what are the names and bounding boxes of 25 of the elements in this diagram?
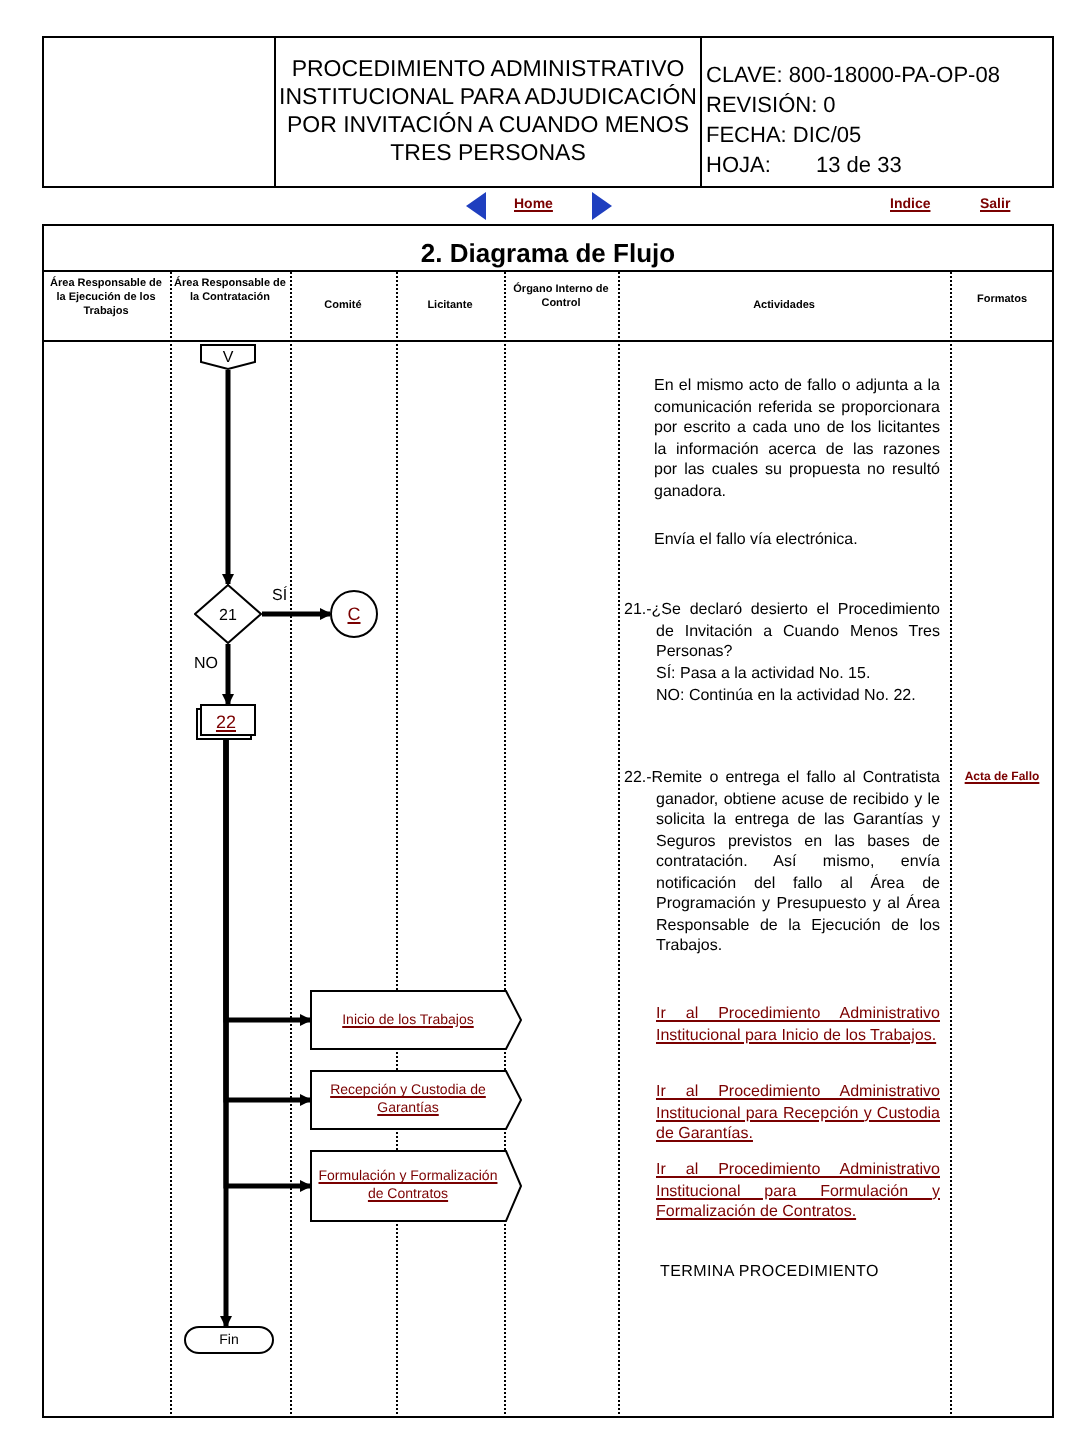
activity-text: Envía el fallo vía electrónica. xyxy=(654,530,860,551)
procedure-link: Ir al Procedimiento Administrativo Institucional para Recepción y Custodia de Garantías. xyxy=(656,1082,940,1145)
connector-circle: C xyxy=(330,590,378,638)
arrow xyxy=(262,608,332,620)
decision-diamond: 21 xyxy=(194,584,262,644)
procedure-link: Ir al Procedimiento Administrativo Institucional para Inicio de los Trabajos. xyxy=(656,1004,940,1046)
arrow xyxy=(222,644,234,706)
date-text: FECHA: DIC/05 xyxy=(706,122,864,152)
off-page-connector: V xyxy=(200,344,256,370)
procedure-link: Ir al Procedimiento Administrativo Institucional para Formulación y Formalización de Contratos. xyxy=(656,1160,940,1223)
arrow xyxy=(220,740,232,1328)
activity-text: 21.-¿Se declaró desierto el Procedimiento de Invitación a Cuando Menos Tres Personas? xyxy=(624,600,940,663)
section-heading: 2. Diagrama de Flujo xyxy=(418,236,678,272)
arrow xyxy=(222,370,234,586)
end-note: TERMINA PROCEDIMIENTO xyxy=(660,1260,881,1284)
sheet-number: 13 de 33 xyxy=(816,152,904,182)
activity-text: 22.-Remite o entrega el fallo al Contratista ganador, obtiene acuse de recibido y le solicita la entrega de las Garantías y Seguros previstos en las bases de contratación. Así mismo, envía notificación del fallo al Área de Programación y Presupuesto y al Área Responsable de la Ejecución de los Trabajos. xyxy=(624,768,940,957)
activity-text: NO: Continúa en la actividad No. 22. xyxy=(656,686,918,707)
document-shape: 22 xyxy=(196,704,256,740)
revision-text: REVISIÓN: 0 xyxy=(706,91,838,122)
activity-text: En el mismo acto de fallo o adjunta a la comunicación referida se proporcionara por escrito a cada uno de los licitantes la información acerca de las razones por las cuales su propuesta no resultó ganadora. xyxy=(654,376,940,502)
activity-text: SÍ: Pasa a la actividad No. 15. xyxy=(656,664,873,685)
document-title: PROCEDIMIENTO ADMINISTRATIVO INSTITUCIONAL PARA ADJUDICACIÓN POR INVITACIÓN A CUANDO MENOS TRES PERSONAS xyxy=(278,56,698,168)
document-code: CLAVE: 800-18000-PA-OP-08 xyxy=(706,62,1002,92)
sheet-label: HOJA: xyxy=(706,152,773,182)
